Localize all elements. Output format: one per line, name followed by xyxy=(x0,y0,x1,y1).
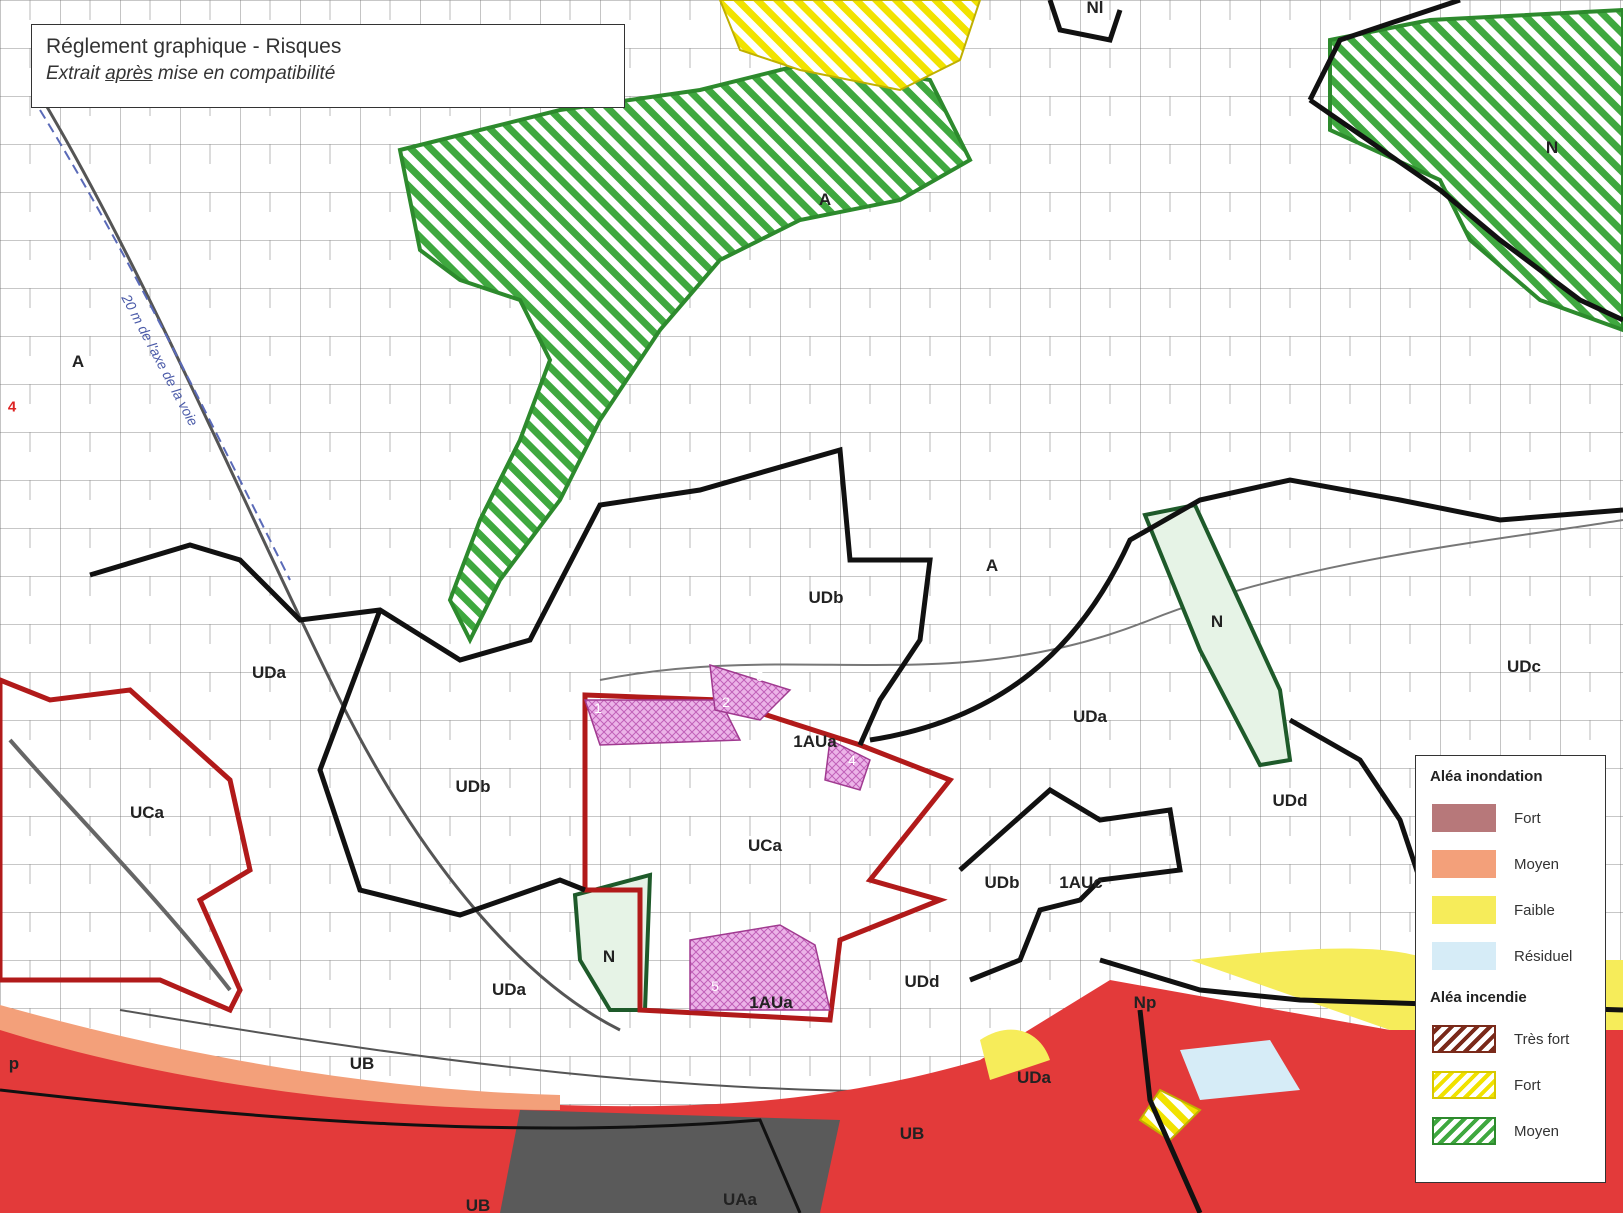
zone-label-udc: UDc xyxy=(1506,657,1542,676)
zone-label-1aua: 1AUa xyxy=(749,993,793,1012)
legend-swatch-flood-residual xyxy=(1432,942,1496,970)
flood-zone-residual xyxy=(1180,1040,1300,1100)
legend-label: Fort xyxy=(1514,809,1541,827)
zone-boundary-nl xyxy=(1047,0,1123,43)
legend-label: Moyen xyxy=(1514,855,1560,873)
zone-label-n: N xyxy=(1545,138,1559,157)
legend-swatch-fire-very-strong xyxy=(1432,1025,1496,1053)
map-title: Réglement graphique - Risques xyxy=(46,35,342,58)
legend-swatch-fire-strong xyxy=(1432,1071,1496,1099)
zone-uca-center xyxy=(582,692,955,1023)
oap-number: 3 xyxy=(756,668,764,684)
zone-label-udd: UDd xyxy=(904,972,940,991)
zone-label-a: A xyxy=(985,556,999,575)
flood-zone-medium xyxy=(0,1005,560,1110)
legend-item: Très fort xyxy=(1426,1016,1595,1062)
zone-boundary-1auc xyxy=(958,786,1183,983)
oap-number: 1 xyxy=(594,700,602,716)
oap-area-5 xyxy=(689,924,831,1011)
oap-number: 2 xyxy=(722,694,730,710)
zone-label-uda: UDa xyxy=(1016,1068,1052,1087)
railway-line xyxy=(38,94,621,1032)
zone-label-np: Np xyxy=(1133,993,1157,1012)
zone-label-ub: UB xyxy=(349,1054,375,1073)
oap-area-4 xyxy=(824,738,871,791)
legend-item: Moyen xyxy=(1426,841,1595,887)
zone-boundary-np-west xyxy=(1137,1009,1203,1213)
zone-label-n: N xyxy=(602,947,616,966)
built-area-uaa xyxy=(500,1110,840,1213)
zone-label-1auc: 1AUc xyxy=(1059,873,1103,892)
legend-fire-title: Aléa incendie xyxy=(1430,989,1527,1006)
zone-label-ub: UB xyxy=(465,1196,491,1213)
zone-boundary-ub xyxy=(0,1088,802,1213)
zone-label-uda: UDa xyxy=(1072,707,1108,726)
zone-label-a: A xyxy=(818,190,832,209)
legend-item: Résiduel xyxy=(1426,933,1595,979)
oap-number: 4 xyxy=(848,752,856,768)
map-legend: Aléa inondation Fort Moyen Faible Résidu… xyxy=(1415,755,1606,1183)
zone-label-udb: UDb xyxy=(808,588,844,607)
zone-boundary-n-northeast xyxy=(1307,0,1461,102)
railway-line-south xyxy=(8,738,232,992)
zone-label-udb: UDb xyxy=(455,777,491,796)
zone-label-uaa: UAa xyxy=(722,1190,758,1209)
map-subtitle: Extrait après mise en compatibilité xyxy=(46,63,336,84)
zone-label-uda: UDa xyxy=(491,980,527,999)
oap-area-1 xyxy=(583,699,742,746)
legend-swatch-flood-low xyxy=(1432,896,1496,924)
zone-uca-west xyxy=(0,677,253,1014)
zone-label-uca: UCa xyxy=(129,803,165,822)
legend-label: Faible xyxy=(1514,901,1555,919)
zone-label-udb: UDb xyxy=(984,873,1020,892)
legend-flood-title: Aléa inondation xyxy=(1430,768,1543,785)
zone-label-a: A xyxy=(71,352,85,371)
edge-number: 4 xyxy=(7,398,17,416)
road-setback-line xyxy=(39,109,291,581)
zone-label-nl: Nl xyxy=(1086,0,1104,17)
zone-label-ub: UB xyxy=(899,1124,925,1143)
legend-item: Fort xyxy=(1426,1062,1595,1108)
map-title-box: Réglement graphique - Risques Extrait ap… xyxy=(31,24,625,108)
zone-boundary-uda-east xyxy=(869,477,1623,743)
legend-item: Fort xyxy=(1426,795,1595,841)
oap-area-2 xyxy=(709,663,792,721)
legend-label: Résiduel xyxy=(1514,947,1573,965)
zone-n-south xyxy=(572,872,653,1012)
zone-label-p: p xyxy=(8,1054,20,1073)
legend-swatch-flood-strong xyxy=(1432,804,1496,832)
legend-label: Moyen xyxy=(1514,1122,1560,1140)
zone-label-uca: UCa xyxy=(747,836,783,855)
legend-label: Très fort xyxy=(1514,1030,1570,1048)
road-middle xyxy=(599,519,1623,681)
zone-label-1aua: 1AUa xyxy=(793,732,837,751)
legend-item: Faible xyxy=(1426,887,1595,933)
zone-label-udd: UDd xyxy=(1272,791,1308,810)
zone-label-uda: UDa xyxy=(251,663,287,682)
legend-swatch-flood-medium xyxy=(1432,850,1496,878)
zone-label-n: N xyxy=(1210,612,1224,631)
flood-zone-strong xyxy=(0,980,1623,1213)
zone-boundary-udb-west xyxy=(317,609,586,918)
legend-label: Fort xyxy=(1514,1076,1541,1094)
legend-swatch-fire-medium xyxy=(1432,1117,1496,1145)
fire-zone-strong-north xyxy=(718,0,982,92)
zone-boundary-udb-north xyxy=(89,446,933,747)
legend-item: Moyen xyxy=(1426,1108,1595,1154)
oap-number: 5 xyxy=(711,978,719,994)
zone-boundary-n-northeast-2 xyxy=(1308,97,1623,323)
flood-zone-low-2 xyxy=(980,1029,1050,1080)
fire-zone-medium-northeast xyxy=(1328,7,1623,333)
zone-boundary-udd xyxy=(1288,717,1423,881)
